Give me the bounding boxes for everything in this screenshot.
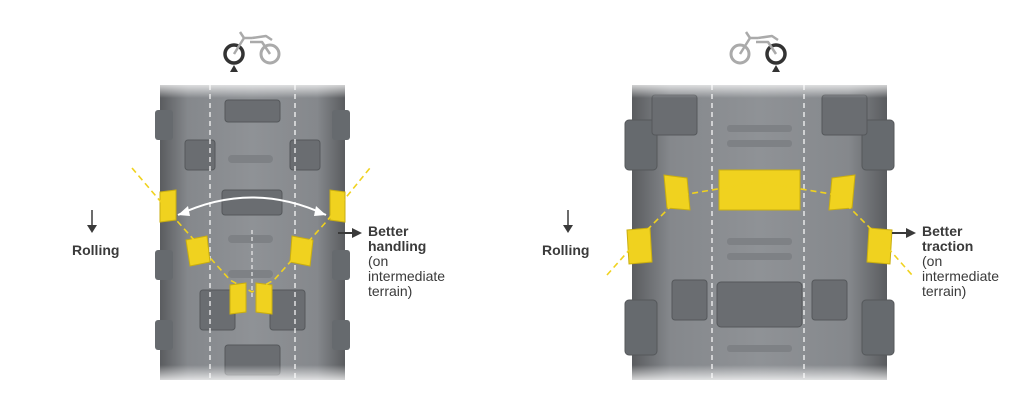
benefit-arrow-icon xyxy=(892,228,916,238)
benefit-line-1: Better xyxy=(368,223,409,239)
tread-profile-line xyxy=(131,167,371,293)
benefit-line-1: Better xyxy=(922,223,963,239)
tread-profile-line xyxy=(606,181,913,276)
benefit-line-2: traction xyxy=(922,238,974,254)
highlighted-tread-blocks xyxy=(159,189,346,315)
note-line-1: (on xyxy=(368,253,389,269)
benefit-line-2: handling xyxy=(368,238,427,254)
rear-tire-panel: Rolling Better traction (on intermediate… xyxy=(512,0,1024,405)
rolling-arrow-icon xyxy=(87,210,97,233)
motorcycle-rear-wheel-icon xyxy=(729,31,787,72)
rolling-label: Rolling xyxy=(542,242,590,258)
note-line-1: (on xyxy=(922,253,943,269)
rolling-arrow-icon xyxy=(563,210,573,233)
rolling-label: Rolling xyxy=(72,242,120,258)
highlighted-tread-blocks xyxy=(626,169,893,265)
note-line-3: terrain) xyxy=(922,283,967,299)
handling-arc xyxy=(177,196,327,216)
benefit-label: Better handling (on intermediate terrain… xyxy=(368,224,445,299)
note-line-2: intermediate xyxy=(922,268,1000,284)
note-line-2: intermediate xyxy=(368,268,446,284)
front-tire-diagram xyxy=(87,31,371,385)
benefit-arrow-icon xyxy=(338,228,362,238)
motorcycle-front-wheel-icon xyxy=(223,31,281,72)
rear-tire-diagram xyxy=(563,31,916,385)
front-tire-panel: Rolling Better handling (on intermediate… xyxy=(72,31,445,385)
benefit-label: Better traction (on intermediate terrain… xyxy=(922,224,999,299)
note-line-3: terrain) xyxy=(368,283,413,299)
